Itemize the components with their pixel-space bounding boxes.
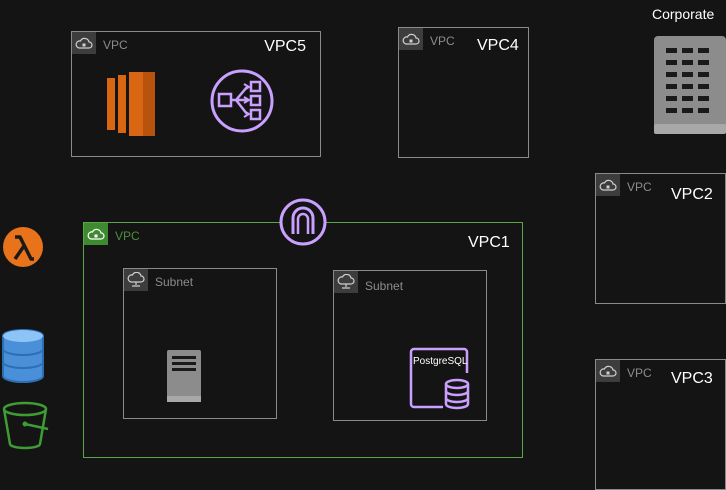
subnet-cloud-icon <box>124 269 148 291</box>
vpc2-group: VPC VPC2 <box>595 173 726 304</box>
vpc5-group: VPC VPC5 <box>71 31 321 157</box>
s3-bucket-icon <box>1 400 49 450</box>
corporate-label: Corporate <box>652 6 715 22</box>
vpc1-tag: VPC <box>115 229 140 243</box>
vpc4-name: VPC4 <box>477 37 519 54</box>
postgresql-label: PostgreSQL <box>413 356 468 367</box>
vpc5-tag: VPC <box>103 38 128 52</box>
vpc4-tag: VPC <box>430 34 455 48</box>
subnet-cloud-icon <box>334 271 358 293</box>
vpc-cloud-lock-icon <box>596 174 620 196</box>
vpc-cloud-lock-icon <box>399 28 423 50</box>
load-balancer-icon <box>210 69 274 133</box>
vpc3-tag: VPC <box>627 366 652 380</box>
vpc2-name: VPC2 <box>671 186 713 203</box>
corporate-datacenter-icon <box>654 36 726 134</box>
rds-postgresql-icon: PostgreSQL <box>409 347 473 411</box>
vpc-cloud-lock-icon <box>596 360 620 382</box>
vpc-cloud-lock-icon <box>84 223 108 245</box>
vpc2-tag: VPC <box>627 180 652 194</box>
lambda-icon <box>2 226 44 268</box>
subnet-b-group: Subnet PostgreSQL <box>333 270 487 421</box>
ec2-instance-icon <box>107 72 157 136</box>
vpc5-name: VPC5 <box>264 38 306 55</box>
subnet-b-tag: Subnet <box>365 279 404 293</box>
server-icon <box>167 350 201 402</box>
dynamodb-icon <box>0 328 46 384</box>
internet-gateway-icon <box>279 198 327 246</box>
vpc1-group: VPC VPC1 Subnet Subnet <box>83 222 523 458</box>
subnet-a-group: Subnet <box>123 268 277 419</box>
vpc-cloud-lock-icon <box>72 32 96 54</box>
vpc3-group: VPC VPC3 <box>595 359 726 490</box>
vpc1-name: VPC1 <box>468 234 510 251</box>
vpc4-group: VPC VPC4 <box>398 27 529 158</box>
subnet-a-tag: Subnet <box>155 275 194 289</box>
vpc3-name: VPC3 <box>671 370 713 387</box>
